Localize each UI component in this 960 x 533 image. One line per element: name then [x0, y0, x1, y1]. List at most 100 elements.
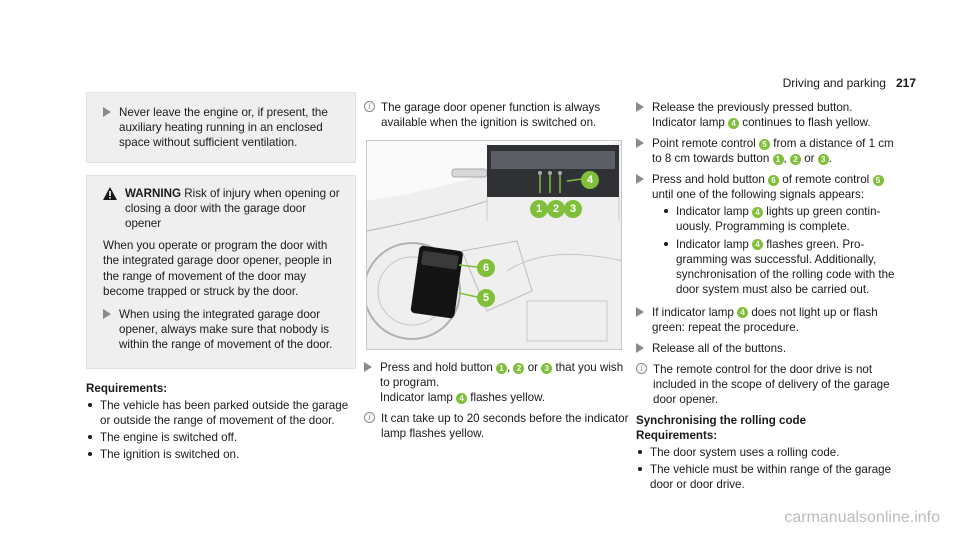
arrow-bullet-icon	[636, 138, 644, 149]
warning-triangle-icon	[103, 187, 117, 201]
page-header: Driving and parking 217	[783, 76, 916, 92]
callout-5: 5	[872, 174, 884, 186]
warning-label: WARNING	[125, 187, 182, 201]
callout-2: 2	[789, 153, 801, 165]
callout-4: 4	[581, 171, 599, 190]
warning-lead: Risk of injury when opening or closing a…	[125, 187, 340, 231]
callout-4: 4	[456, 392, 468, 404]
section-title: Driving and parking	[782, 76, 886, 90]
callout-6: 6	[477, 259, 495, 278]
warning-step: When using the integrated garage door op…	[103, 307, 343, 352]
note-step: Never leave the engine or, if present, t…	[103, 105, 343, 150]
step-text: Indicator lamp	[676, 237, 749, 251]
column-left: Never leave the engine or, if present, t…	[86, 92, 356, 464]
press-step: Press and hold button 6 of remote contro…	[636, 172, 906, 299]
step-text: Point remote control	[652, 137, 756, 151]
step-text: lights up green contin­uously. Programmi…	[676, 205, 881, 234]
callout-2: 2	[513, 362, 525, 374]
callout-4: 4	[737, 307, 749, 319]
note-box: Never leave the engine or, if present, t…	[86, 92, 356, 164]
info-text: The garage door opener function is alway…	[381, 101, 601, 130]
warning-body: When you operate or program the door wit…	[103, 239, 332, 298]
column-middle: i The garage door opener function is alw…	[364, 100, 634, 447]
callout-1: 1	[772, 153, 784, 165]
step-text: Press and hold button	[652, 173, 765, 187]
page-number: 217	[895, 76, 916, 90]
warning-box: WARNING Risk of injury when opening or c…	[86, 175, 356, 369]
step-text: Indicator lamp	[676, 205, 749, 219]
callout-4: 4	[752, 206, 764, 218]
garage-opener-illustration: 4 1 2 3 6 5	[366, 140, 622, 351]
step-text: does not light up or flash green: repeat…	[652, 305, 878, 334]
info-text: It can take up to 20 seconds before the …	[381, 412, 629, 441]
release-step: Release the previously pressed button. I…	[636, 100, 906, 130]
arrow-bullet-icon	[636, 174, 644, 185]
repeat-step: If indicator lamp 4 does not light up or…	[636, 305, 906, 335]
press-step-text: Press and hold button 6 of remote contro…	[652, 172, 906, 299]
sync-title: Synchronising the rolling code	[636, 414, 807, 428]
info-icon: i	[636, 362, 647, 374]
warning-step-text: When using the integrated garage door op…	[119, 307, 333, 351]
step-text: or	[804, 152, 815, 166]
step-text: or	[527, 361, 539, 375]
callout-1: 1	[496, 362, 508, 374]
arrow-bullet-icon	[636, 342, 644, 353]
callout-3: 3	[817, 153, 829, 165]
requirements-list: The door system uses a rolling code. The…	[636, 445, 906, 492]
info-icon: i	[364, 101, 375, 112]
note-text: Never leave the engine or, if present, t…	[119, 106, 328, 150]
column-right: Release the previously pressed button. I…	[636, 100, 906, 494]
arrow-bullet-icon	[103, 107, 111, 117]
info-note: i The remote control for the door drive …	[636, 362, 906, 407]
step-text: Release the previously pressed button.	[652, 101, 853, 114]
callout-6: 6	[768, 174, 780, 186]
list-item: Indicator lamp 4 lights up green contin­…	[664, 204, 906, 234]
info-text: The remote control for the door drive is…	[653, 362, 890, 407]
callout-5: 5	[758, 138, 770, 150]
step-text: flashes yellow.	[470, 391, 546, 405]
arrow-bullet-icon	[103, 308, 111, 319]
release-all-step: Release all of the buttons.	[636, 341, 906, 356]
release-step-text: Release the previously pressed button. I…	[652, 100, 906, 130]
step-text: from a distance of 1 cm to 8 cm towards …	[652, 137, 894, 166]
arrow-bullet-icon	[636, 102, 644, 112]
list-item: Indicator lamp 4 flashes green. Pro­gram…	[664, 237, 906, 297]
step-text: Indicator lamp	[380, 391, 453, 405]
step-text: If indicator lamp	[652, 305, 734, 319]
arrow-bullet-icon	[364, 362, 372, 373]
step-text: of remote control	[782, 173, 870, 187]
list-item: The ignition is switched on.	[86, 447, 356, 462]
list-item: The vehicle has been parked outside the …	[86, 398, 356, 428]
callout-4: 4	[752, 238, 764, 250]
release-all-text: Release all of the buttons.	[652, 341, 787, 355]
requirements-title: Requirements:	[636, 429, 718, 443]
callout-5: 5	[477, 289, 495, 308]
program-step: Press and hold button 1, 2 or 3 that you…	[364, 360, 634, 405]
info-note: i It can take up to 20 seconds before th…	[364, 411, 634, 441]
signal-list: Indicator lamp 4 lights up green contin­…	[664, 204, 906, 296]
callout-3: 3	[564, 200, 582, 219]
step-text: Press and hold button	[380, 361, 493, 375]
callout-4: 4	[728, 117, 740, 129]
callout-3: 3	[541, 362, 553, 374]
program-step-text: Press and hold button 1, 2 or 3 that you…	[380, 361, 624, 405]
point-step: Point remote control 5 from a distance o…	[636, 136, 906, 166]
repeat-step-text: If indicator lamp 4 does not light up or…	[652, 305, 906, 335]
step-text: that you wish to program.	[380, 361, 624, 390]
watermark: carmanualsonline.info	[784, 509, 940, 527]
info-icon: i	[364, 412, 375, 424]
requirements-title: Requirements:	[86, 381, 168, 395]
interior-drawing	[367, 141, 621, 350]
step-text: flashes green. Pro­gramming was successf…	[676, 237, 895, 296]
requirements-list: The vehicle has been parked outside the …	[86, 398, 356, 462]
info-note: i The garage door opener function is alw…	[364, 100, 634, 130]
step-text: continues to flash yellow.	[742, 116, 871, 130]
warning-header: WARNING Risk of injury when opening or c…	[103, 186, 343, 231]
arrow-bullet-icon	[636, 306, 644, 317]
step-text: until one of the following signals appea…	[652, 188, 865, 202]
point-step-text: Point remote control 5 from a distance o…	[652, 137, 894, 166]
callout-1: 1	[530, 200, 548, 219]
list-item: The door system uses a rolling code.	[636, 445, 906, 460]
callout-2: 2	[547, 200, 565, 219]
step-text: Indicator lamp	[652, 116, 725, 130]
